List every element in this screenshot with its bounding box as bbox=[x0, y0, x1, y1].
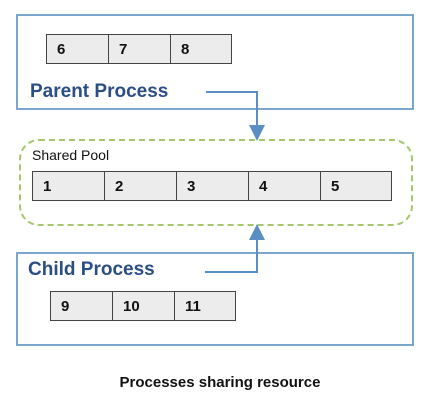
shared-pool-box bbox=[19, 139, 413, 226]
parent-to-pool-arrow bbox=[206, 91, 265, 141]
child-cell: 10 bbox=[112, 291, 174, 321]
child-to-pool-arrow bbox=[205, 224, 265, 273]
shared-pool-label: Shared Pool bbox=[32, 147, 110, 163]
pool-cells: 1 2 3 4 5 bbox=[32, 171, 392, 201]
pool-cell: 2 bbox=[104, 171, 176, 201]
parent-cell: 8 bbox=[170, 34, 232, 64]
parent-process-label: Parent Process bbox=[30, 81, 169, 102]
pool-cell: 4 bbox=[248, 171, 320, 201]
diagram-caption: Processes sharing resource bbox=[119, 374, 321, 391]
pool-cell: 1 bbox=[32, 171, 104, 201]
parent-cell: 7 bbox=[108, 34, 170, 64]
pool-cell: 5 bbox=[320, 171, 392, 201]
parent-cells: 6 7 8 bbox=[46, 34, 232, 64]
child-cell: 11 bbox=[174, 291, 236, 321]
child-cell: 9 bbox=[50, 291, 112, 321]
child-cells: 9 10 11 bbox=[50, 291, 236, 321]
pool-cell: 3 bbox=[176, 171, 248, 201]
parent-cell: 6 bbox=[46, 34, 108, 64]
child-process-label: Child Process bbox=[28, 259, 155, 280]
